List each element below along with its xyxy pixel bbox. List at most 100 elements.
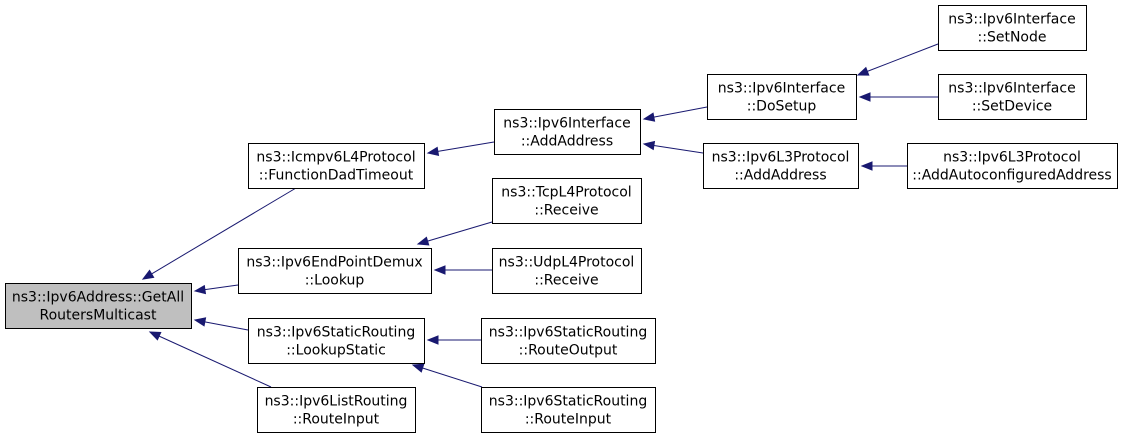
node-label-line2: ::RouteInput [525, 412, 612, 428]
arrowhead-icon [642, 112, 656, 122]
node-label-line1: ns3::Ipv6StaticRouting [489, 394, 647, 410]
node-label-line2: ::RouteInput [293, 412, 380, 428]
edge-line [422, 367, 483, 388]
node-box [248, 318, 425, 364]
node-label-line1: ns3::Ipv6Interface [948, 12, 1075, 28]
node-label-line1: ns3::Icmpv6L4Protocol [256, 150, 415, 166]
node-label-line2: ::Receive [534, 273, 598, 289]
node-box [5, 283, 192, 329]
node-box [707, 74, 857, 120]
node-box [238, 248, 432, 294]
arrowhead-icon [858, 92, 871, 102]
node-box [938, 74, 1087, 120]
arrowhead-icon [193, 317, 207, 327]
node-label-line1: ns3::Ipv6L3Protocol [712, 150, 850, 166]
edge-demux-to-root [193, 284, 239, 295]
node-autoconf[interactable]: ns3::Ipv6L3Protocol::AddAutoconfiguredAd… [907, 143, 1118, 189]
node-label-line2: RoutersMulticast [40, 308, 157, 324]
arrowhead-icon [411, 363, 425, 373]
node-box [907, 143, 1118, 189]
arrowhead-icon [426, 146, 440, 156]
edge-autoconf-to-l3add [860, 161, 907, 171]
node-label-line1: ns3::Ipv6ListRouting [265, 394, 408, 410]
node-label-line1: ns3::Ipv6L3Protocol [943, 150, 1081, 166]
node-ifaceadd[interactable]: ns3::Ipv6Interface::AddAddress [494, 109, 641, 155]
arrowhead-icon [416, 236, 430, 246]
call-graph-edges [141, 43, 939, 388]
node-box [938, 5, 1087, 51]
node-label-line1: ns3::Ipv6StaticRouting [489, 325, 647, 341]
edge-udprecv-to-demux [433, 265, 492, 275]
edge-routein-to-staticlookup [411, 363, 483, 388]
node-box [481, 387, 656, 433]
edge-staticlookup-to-root [193, 317, 249, 331]
edge-ifaceadd-to-icmpv6 [426, 141, 495, 156]
node-routeout[interactable]: ns3::Ipv6StaticRouting::RouteOutput [481, 318, 656, 364]
node-label-line2: ::SetNode [978, 30, 1047, 46]
node-label-line2: ::AddAutoconfiguredAddress [912, 168, 1111, 184]
edge-setnode-to-dosetup [856, 43, 939, 76]
node-label-line2: ::AddAddress [521, 134, 613, 150]
arrowhead-icon [433, 265, 446, 275]
node-demux[interactable]: ns3::Ipv6EndPointDemux::Lookup [238, 248, 432, 294]
arrowhead-icon [860, 161, 873, 171]
node-label-line2: ::RouteOutput [519, 343, 618, 359]
node-label-line1: ns3::Ipv6Address::GetAll [12, 290, 184, 306]
arrowhead-icon [193, 284, 207, 295]
node-label-line2: ::LookupStatic [286, 343, 386, 359]
arrowhead-icon [856, 66, 870, 76]
edge-line [427, 221, 493, 242]
node-box [248, 143, 425, 189]
edge-listroute-to-root [148, 331, 272, 388]
node-setnode[interactable]: ns3::Ipv6Interface::SetNode [938, 5, 1087, 51]
edge-line [867, 43, 939, 72]
node-icmpv6[interactable]: ns3::Icmpv6L4Protocol::FunctionDadTimeou… [248, 143, 425, 189]
node-setdevice[interactable]: ns3::Ipv6Interface::SetDevice [938, 74, 1087, 120]
node-udprecv[interactable]: ns3::UdpL4Protocol::Receive [492, 248, 642, 294]
node-box [481, 318, 656, 364]
node-box [492, 248, 642, 294]
node-label-line2: ::SetDevice [972, 99, 1052, 115]
node-box [257, 387, 416, 433]
node-listroute[interactable]: ns3::Ipv6ListRouting::RouteInput [257, 387, 416, 433]
node-label-line2: ::AddAddress [734, 168, 826, 184]
node-label-line2: ::Receive [534, 203, 598, 219]
node-l3add[interactable]: ns3::Ipv6L3Protocol::AddAddress [703, 143, 859, 189]
node-staticlookup[interactable]: ns3::Ipv6StaticRouting::LookupStatic [248, 318, 425, 364]
arrowhead-icon [642, 140, 656, 151]
node-label-line1: ns3::TcpL4Protocol [501, 185, 631, 201]
edge-line [204, 284, 239, 291]
edge-line [204, 321, 249, 331]
edge-routeout-to-staticlookup [426, 335, 481, 345]
node-box [703, 143, 859, 189]
node-dosetup[interactable]: ns3::Ipv6Interface::DoSetup [707, 74, 857, 120]
node-label-line1: ns3::Ipv6Interface [503, 116, 630, 132]
edge-tcprecv-to-demux [416, 221, 493, 246]
node-label-line1: ns3::Ipv6Interface [718, 81, 845, 97]
node-label-line2: ::Lookup [305, 273, 365, 289]
edge-line [158, 335, 272, 388]
edge-line [653, 145, 704, 154]
arrowhead-icon [148, 331, 162, 341]
edge-icmpv6-to-root [141, 187, 297, 280]
edge-line [437, 141, 495, 152]
node-label-line1: ns3::Ipv6Interface [948, 81, 1075, 97]
node-label-line2: ::DoSetup [747, 99, 817, 115]
edge-l3add-to-ifaceadd [642, 140, 704, 154]
node-label-line1: ns3::Ipv6StaticRouting [257, 325, 415, 341]
edge-line [653, 106, 708, 118]
arrowhead-icon [426, 335, 439, 345]
arrowhead-icon [141, 269, 155, 280]
node-tcprecv[interactable]: ns3::TcpL4Protocol::Receive [492, 178, 642, 224]
node-label-line2: ::FunctionDadTimeout [259, 168, 414, 184]
edge-line [151, 187, 297, 275]
node-label-line1: ns3::Ipv6EndPointDemux [246, 255, 422, 271]
node-box [492, 178, 642, 224]
node-label-line1: ns3::UdpL4Protocol [499, 255, 635, 271]
node-box [494, 109, 641, 155]
node-routein[interactable]: ns3::Ipv6StaticRouting::RouteInput [481, 387, 656, 433]
call-graph-nodes: ns3::Ipv6Address::GetAllRoutersMulticast… [5, 5, 1118, 433]
edge-setdevice-to-dosetup [858, 92, 938, 102]
